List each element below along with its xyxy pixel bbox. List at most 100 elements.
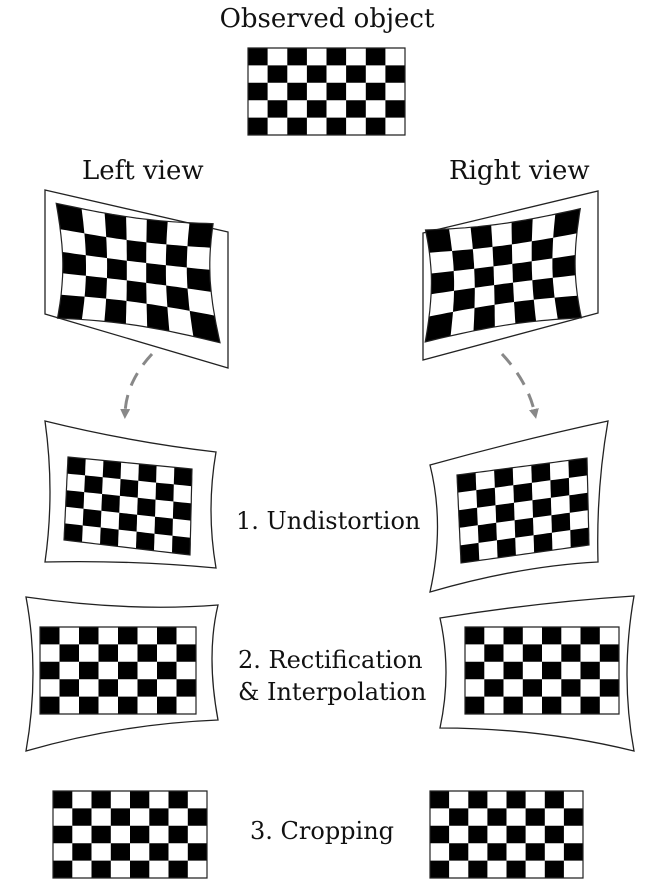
- checker-square: [287, 48, 307, 66]
- checker-square: [494, 282, 514, 305]
- checker-square: [189, 310, 220, 343]
- checker-square: [365, 82, 386, 101]
- checker-square: [452, 249, 475, 271]
- checker-square: [130, 860, 150, 878]
- step-cropping-label: 3. Cropping: [250, 817, 395, 845]
- board-outline: [52, 790, 208, 879]
- step-rectification-line1: 2. Rectification: [238, 646, 423, 674]
- checker-square: [155, 482, 174, 502]
- checker-square: [326, 117, 347, 135]
- checker-square: [453, 287, 475, 312]
- checker-square: [561, 644, 581, 662]
- checker-square: [53, 825, 73, 844]
- checker-square: [484, 644, 504, 662]
- checker-square: [514, 299, 537, 324]
- checker-square: [79, 661, 99, 680]
- checker-square: [146, 219, 168, 245]
- checker-square: [425, 311, 453, 342]
- checker-square: [157, 696, 177, 714]
- checker-square: [119, 479, 139, 498]
- checker-square: [542, 661, 562, 680]
- checker-square: [172, 501, 192, 521]
- left-view-distorted-board: [55, 202, 221, 344]
- right-view-distorted-board: [424, 207, 583, 343]
- checker-square: [146, 263, 167, 286]
- checker-square: [365, 48, 386, 66]
- checker-square: [248, 82, 268, 101]
- checker-square: [495, 502, 515, 523]
- checker-square: [84, 233, 107, 259]
- checker-square: [326, 48, 347, 66]
- checker-square: [525, 808, 545, 826]
- checker-square: [157, 627, 177, 645]
- board-outline: [464, 626, 620, 715]
- checker-square: [56, 203, 85, 234]
- checker-square: [580, 627, 600, 645]
- checker-square: [59, 644, 79, 662]
- checker-square: [494, 467, 514, 488]
- left-arrow: [120, 352, 154, 419]
- checker-square: [465, 627, 485, 645]
- checker-square: [107, 258, 127, 281]
- checker-square: [84, 475, 103, 494]
- checker-square: [64, 523, 83, 543]
- checker-square: [176, 679, 196, 697]
- checker-square: [531, 237, 554, 262]
- checker-square: [465, 661, 485, 680]
- checker-square: [67, 457, 86, 476]
- checker-square: [492, 244, 513, 267]
- checker-square: [136, 531, 155, 551]
- checker-square: [568, 458, 588, 478]
- checker-square: [287, 117, 307, 135]
- checker-square: [532, 277, 555, 300]
- checker-square: [552, 255, 576, 278]
- left-undistorted-board: [63, 456, 193, 556]
- checker-square: [110, 843, 130, 861]
- checker-square: [79, 696, 99, 714]
- board-outline: [55, 202, 221, 344]
- checker-square: [511, 218, 533, 245]
- board-outline: [39, 626, 197, 715]
- checker-square: [91, 825, 111, 844]
- checker-square: [126, 280, 147, 304]
- checker-square: [59, 679, 79, 697]
- checker-square: [503, 696, 523, 714]
- checker-square: [118, 661, 138, 680]
- checker-square: [542, 696, 562, 714]
- checker-square: [599, 644, 619, 662]
- checker-square: [91, 860, 111, 878]
- checker-square: [187, 808, 207, 826]
- right-view-title: Right view: [449, 156, 590, 186]
- checker-square: [82, 508, 102, 528]
- checker-square: [514, 517, 534, 538]
- checker-square: [468, 791, 488, 809]
- checker-square: [474, 266, 495, 288]
- checker-square: [457, 472, 477, 493]
- checker-square: [542, 627, 562, 645]
- right-undistorted-board: [456, 457, 590, 564]
- checker-square: [476, 487, 496, 508]
- checker-square: [126, 240, 147, 263]
- checker-square: [104, 213, 127, 240]
- checker-square: [176, 644, 196, 662]
- left-cropped-board: [52, 790, 208, 879]
- checker-square: [506, 860, 526, 878]
- checker-square: [580, 696, 600, 714]
- checker-square: [496, 537, 516, 558]
- right-arrow: [500, 352, 539, 419]
- checker-square: [187, 222, 214, 248]
- checker-square: [550, 477, 570, 498]
- checker-square: [513, 482, 533, 503]
- checker-square: [98, 644, 118, 662]
- left-view-frame: [44, 189, 229, 369]
- checker-square: [522, 644, 542, 662]
- checker-square: [172, 535, 191, 555]
- checker-square: [487, 843, 507, 861]
- checker-square: [306, 100, 327, 118]
- checker-square: [187, 843, 207, 861]
- checker-square: [326, 82, 347, 101]
- checker-square: [553, 208, 581, 238]
- checker-square: [137, 679, 157, 697]
- checker-square: [431, 271, 455, 295]
- checker-square: [137, 644, 157, 662]
